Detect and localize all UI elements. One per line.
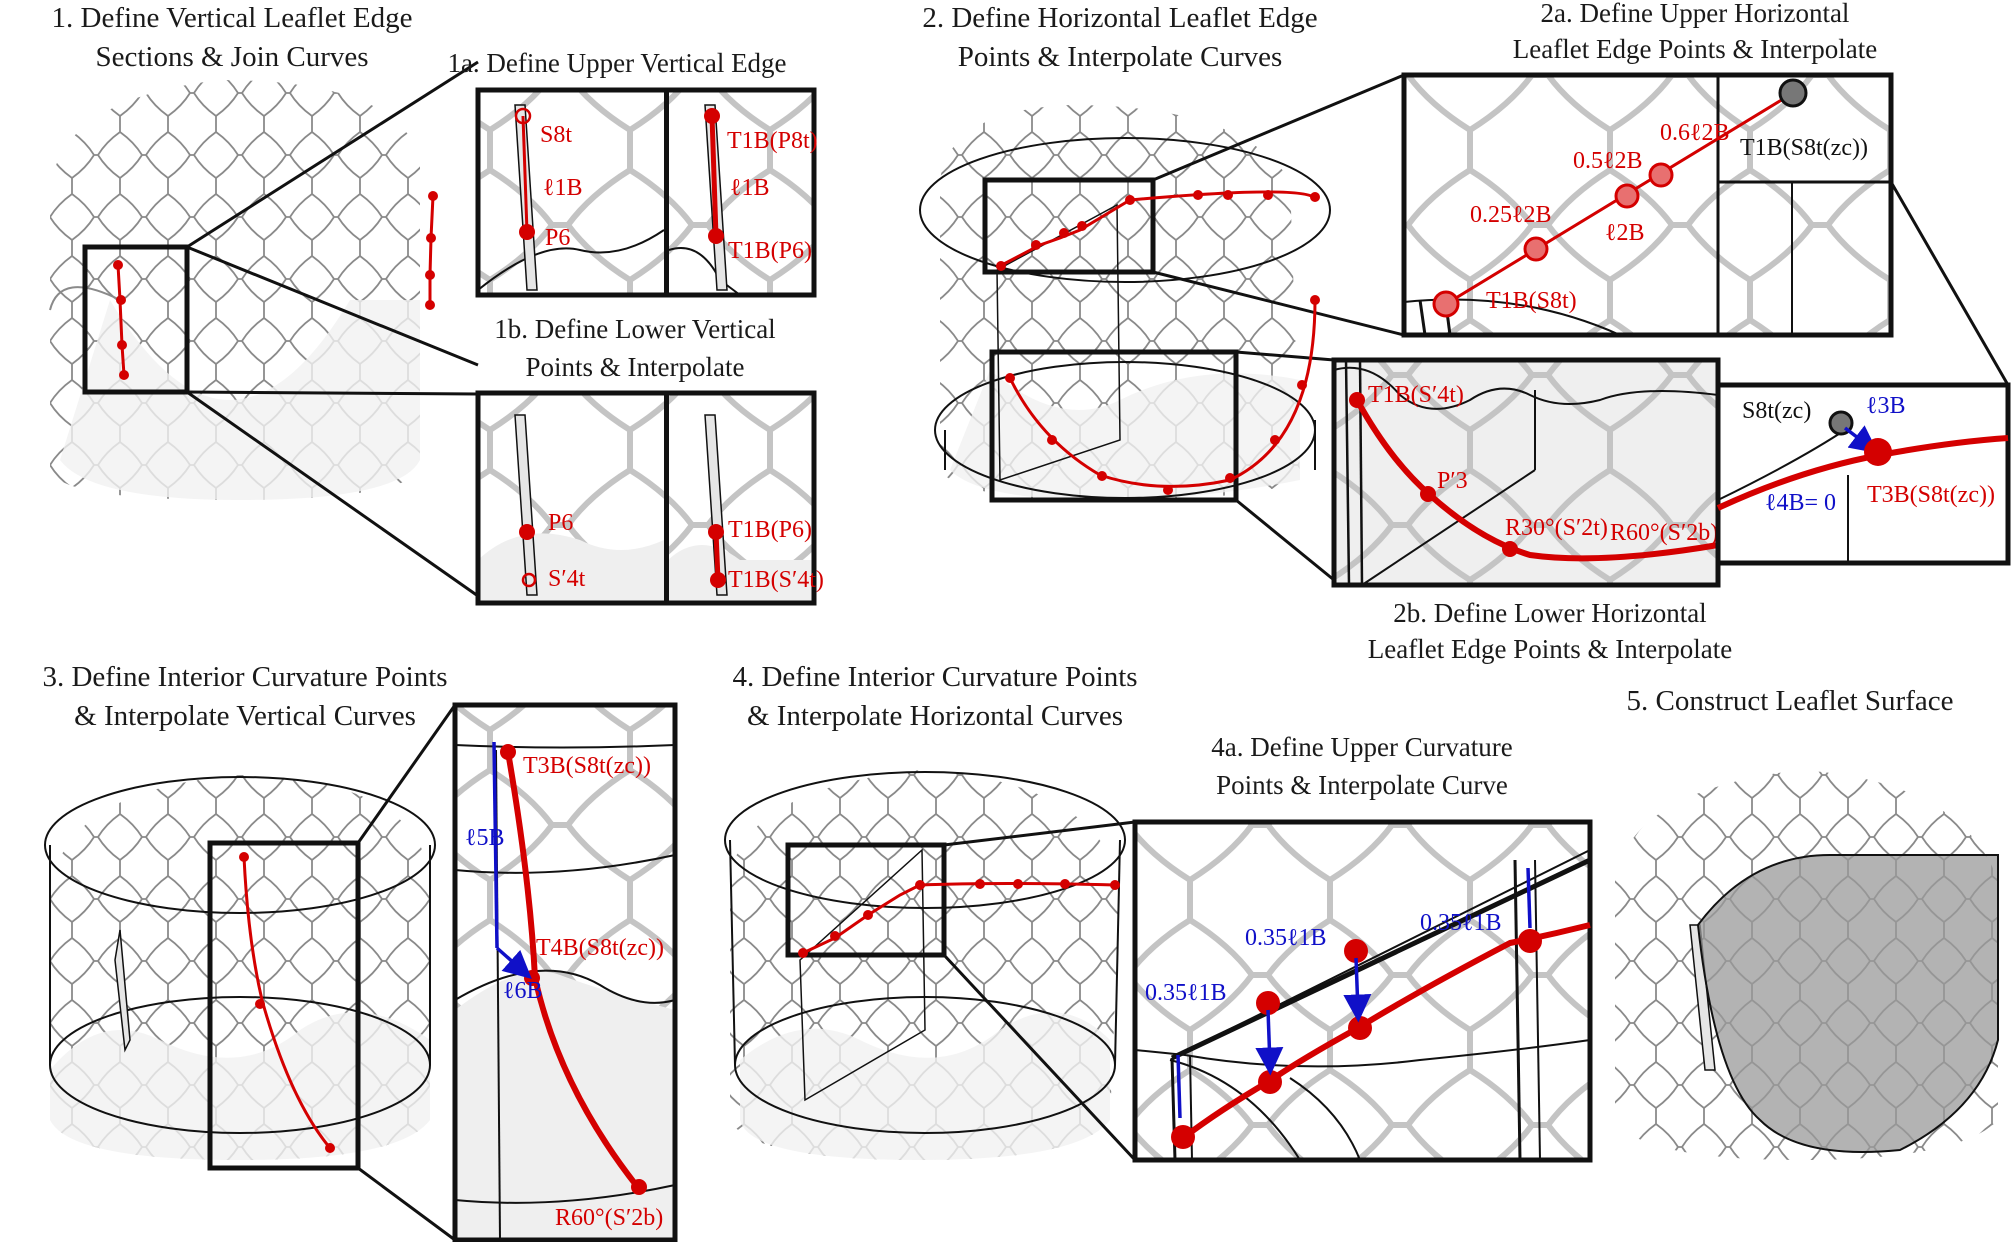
label-r60: R60°(S′2b) <box>1610 520 1718 546</box>
label-0-35l1b-c: 0.35ℓ1B <box>1420 910 1502 936</box>
label-p6: P6 <box>548 510 573 536</box>
label-l1b-b: ℓ1B <box>730 175 770 201</box>
label-0-6l2b: 0.6ℓ2B <box>1660 120 1730 146</box>
label-t3b-3: T3B(S8t(zc)) <box>523 753 651 779</box>
panel-3-zoom: T3B(S8t(zc)) ℓ5B T4B(S8t(zc)) ℓ6B R60°(S… <box>452 702 678 1242</box>
panel-3: 3. Define Interior Curvature Points & In… <box>42 661 457 1242</box>
panel-5-title: 5. Construct Leaflet Surface <box>1627 685 1954 717</box>
panel-4a-title-line2: Points & Interpolate Curve <box>1216 770 1508 800</box>
label-p3: P′3 <box>1437 468 1468 494</box>
label-p6-a: P6 <box>545 225 570 251</box>
panel-2-title-line1: 2. Define Horizontal Leaflet Edge <box>922 2 1317 34</box>
label-0-35l1b-b: 0.35ℓ1B <box>1245 925 1327 951</box>
panel-3-title-line1: 3. Define Interior Curvature Points <box>42 661 447 693</box>
label-s4t: S′4t <box>548 566 586 592</box>
label-t1b-p6-b: T1B(P6) <box>728 517 812 543</box>
panel-4: 4. Define Interior Curvature Points & In… <box>724 661 1138 1162</box>
label-0-25l2b: 0.25ℓ2B <box>1470 202 1552 228</box>
label-t1b-s8t-zc: T1B(S8t(zc)) <box>1740 135 1868 161</box>
panel-1b-title-line1: 1b. Define Lower Vertical <box>494 314 775 344</box>
panel-2c: S8t(zc) ℓ3B ℓ4B= 0 T3B(S8t(zc)) <box>1715 181 2011 566</box>
panel-5: 5. Construct Leaflet Surface <box>1615 685 1999 1160</box>
label-l3b: ℓ3B <box>1866 393 1906 419</box>
panel-1b: 1b. Define Lower Vertical Points & Inter… <box>475 314 824 606</box>
stent-1 <box>49 80 420 500</box>
panel-1a: 1a. Define Upper Vertical Edge S8t ℓ1B P… <box>447 48 818 298</box>
zoom-box-3 <box>207 840 361 1171</box>
panel-1a-title: 1a. Define Upper Vertical Edge <box>447 48 786 78</box>
label-t1b-p8t: T1B(P8t) <box>727 128 818 154</box>
zoom-box-2b <box>989 349 1239 503</box>
panel-2b-title-line1: 2b. Define Lower Horizontal <box>1393 598 1706 628</box>
label-0-35l1b-a: 0.35ℓ1B <box>1145 980 1227 1006</box>
label-t1b-s8t: T1B(S8t) <box>1486 288 1577 314</box>
label-r60-3: R60°(S′2b) <box>555 1205 663 1231</box>
label-t1b-p6: T1B(P6) <box>728 238 812 264</box>
zoom-box-2a <box>982 177 1156 275</box>
label-r30: R30°(S′2t) <box>1505 515 1608 541</box>
label-t3b-2c: T3B(S8t(zc)) <box>1867 482 1995 508</box>
label-l4b: ℓ4B= 0 <box>1765 490 1836 516</box>
panel-2b: T1B(S′4t) P′3 R30°(S′2t) R60°(S′2b) 2b. … <box>1331 357 1732 664</box>
panel-3-title-line2: & Interpolate Vertical Curves <box>74 700 416 732</box>
panel-1-title-line1: 1. Define Vertical Leaflet Edge <box>52 2 413 34</box>
stent-3 <box>50 775 430 1160</box>
label-t1b-s4t-2b: T1B(S′4t) <box>1368 382 1464 408</box>
label-l1b-a: ℓ1B <box>543 175 583 201</box>
edge-curve-2 <box>996 190 1320 495</box>
panel-2a: 2a. Define Upper Horizontal Leaflet Edge… <box>1401 0 1894 338</box>
label-l2b: ℓ2B <box>1605 220 1645 246</box>
panel-1b-title-line2: Points & Interpolate <box>526 352 745 382</box>
panel-2a-title-line2: Leaflet Edge Points & Interpolate <box>1513 34 1877 64</box>
label-t4b-3: T4B(S8t(zc)) <box>536 935 664 961</box>
label-t1b-s4t: T1B(S′4t) <box>728 567 824 593</box>
leaflet-surface <box>1696 854 1999 1153</box>
label-l5b: ℓ5B <box>465 825 505 851</box>
panel-2-title-line2: Points & Interpolate Curves <box>958 41 1283 73</box>
label-s8t: S8t <box>540 122 572 148</box>
panel-4-title-line1: 4. Define Interior Curvature Points <box>732 661 1137 693</box>
edge-curve-1 <box>113 191 438 380</box>
panel-4-title-line2: & Interpolate Horizontal Curves <box>747 700 1123 732</box>
panel-1: 1. Define Vertical Leaflet Edge Sections… <box>49 2 479 598</box>
label-0-5l2b: 0.5ℓ2B <box>1573 148 1643 174</box>
zoom-box-1 <box>82 244 190 395</box>
panel-2b-title-line2: Leaflet Edge Points & Interpolate <box>1368 634 1732 664</box>
label-l6b: ℓ6B <box>503 978 543 1004</box>
panel-4a-title-line1: 4a. Define Upper Curvature <box>1211 732 1512 762</box>
panel-4a: 4a. Define Upper Curvature Points & Inte… <box>1132 732 1593 1163</box>
stent-4 <box>730 770 1120 1160</box>
zoom-box-4a <box>785 842 947 958</box>
panel-2a-title-line1: 2a. Define Upper Horizontal <box>1541 0 1850 28</box>
panel-2: 2. Define Horizontal Leaflet Edge Points… <box>919 2 1405 582</box>
label-s8t-zc: S8t(zc) <box>1742 398 1811 424</box>
panel-1-title-line2: Sections & Join Curves <box>95 41 368 73</box>
